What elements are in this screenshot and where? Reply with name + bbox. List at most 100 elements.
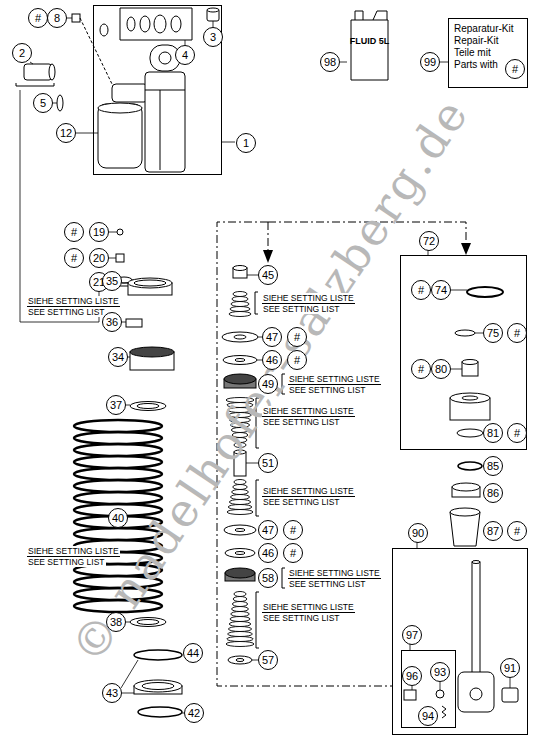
callout-number: # xyxy=(505,59,525,79)
setting-note: SIEHE SETTING LISTE xyxy=(262,602,355,613)
spring-coils xyxy=(74,420,162,432)
callout-number: 1 xyxy=(236,133,256,153)
callout-number: # xyxy=(287,350,307,370)
setting-note: SEE SETTING LIST xyxy=(262,497,341,507)
piston-rod xyxy=(472,562,480,674)
setting-note: SIEHE SETTING LISTE xyxy=(27,296,120,307)
spring-coils xyxy=(74,432,162,444)
callout-number: # xyxy=(64,248,84,268)
shock-absorber xyxy=(120,8,192,40)
callout-number: 20 xyxy=(89,248,109,268)
setting-note: SIEHE SETTING LISTE xyxy=(288,568,381,579)
spring-coils xyxy=(233,597,247,602)
can-label: FLUID 5L xyxy=(347,8,392,46)
piston-rod xyxy=(404,561,518,719)
setting-note: SEE SETTING LIST xyxy=(27,307,106,317)
callout-number: 57 xyxy=(258,650,278,670)
spring-coils xyxy=(233,292,247,297)
shock-absorber xyxy=(16,83,54,86)
spring-parts xyxy=(126,319,142,327)
kit-text: Reparatur-Kit Repair-Kit xyxy=(454,23,522,47)
piston-rod xyxy=(404,690,416,700)
callout-number: # xyxy=(283,520,303,540)
arrowhead xyxy=(263,250,273,263)
setting-note: SIEHE SETTING LISTE xyxy=(262,293,355,304)
arrowhead xyxy=(461,243,471,255)
callout-number: 12 xyxy=(56,123,76,143)
callout-number: 96 xyxy=(402,666,422,686)
spring-coils xyxy=(228,505,252,510)
callout-number: 58 xyxy=(258,568,278,588)
piston-parts xyxy=(235,359,245,362)
shock-absorber xyxy=(140,16,150,32)
setting-note: SEE SETTING LIST xyxy=(262,304,341,314)
piston-rod xyxy=(442,706,446,718)
callout-number: 75 xyxy=(483,323,503,343)
callout-number: 44 xyxy=(183,643,203,663)
shock-absorber xyxy=(49,64,55,80)
callout-number: 49 xyxy=(258,374,278,394)
seal-head-parts xyxy=(462,396,478,400)
callout-number: # xyxy=(64,222,84,242)
piston-rod xyxy=(470,688,482,700)
callout-number: # xyxy=(287,327,307,347)
piston-parts xyxy=(236,659,244,662)
shock-absorber xyxy=(98,103,142,113)
callout-number: 46 xyxy=(262,350,282,370)
callout-number: # xyxy=(507,521,527,541)
callout-number: 90 xyxy=(408,523,428,543)
callout-number: 45 xyxy=(258,265,278,285)
spring-coils xyxy=(228,627,251,632)
spring-coils xyxy=(234,480,246,485)
piston-rod xyxy=(472,561,480,564)
callout-number: 34 xyxy=(108,347,128,367)
piston-rod xyxy=(502,688,518,702)
piston-parts xyxy=(228,656,252,664)
shock-absorber xyxy=(154,15,166,33)
setting-note: SEE SETTING LIST xyxy=(27,557,106,567)
callout-number: 5 xyxy=(33,93,53,113)
piston-parts xyxy=(225,568,255,578)
shock-absorber xyxy=(72,14,80,22)
callout-number: 35 xyxy=(102,271,122,291)
seal-head-parts xyxy=(450,512,480,546)
spring-coils xyxy=(231,302,249,307)
seal-head-parts xyxy=(455,330,475,336)
piston-rod xyxy=(436,690,444,698)
seal-head-parts xyxy=(450,393,490,403)
callout-number: 42 xyxy=(184,703,204,723)
piston-rod xyxy=(458,672,494,712)
spring-parts xyxy=(134,680,182,692)
spring-coils xyxy=(230,307,250,312)
spring-parts xyxy=(130,347,174,357)
spring-coils xyxy=(229,500,250,505)
callout-number: 2 xyxy=(12,43,32,63)
callout-number: # xyxy=(411,359,431,379)
callout-number: 99 xyxy=(420,52,440,72)
setting-note: SIEHE SETTING LISTE xyxy=(288,374,381,385)
spring-coils xyxy=(228,632,253,637)
spring-parts xyxy=(130,402,166,411)
spring-coils xyxy=(226,642,254,647)
piston-parts xyxy=(235,552,245,555)
seal-head-parts xyxy=(467,287,503,297)
spring-coils xyxy=(74,456,162,468)
setting-note: SIEHE SETTING LISTE xyxy=(27,546,120,557)
shock-absorber xyxy=(145,90,185,170)
seal-head-parts xyxy=(450,287,503,546)
spring-coils xyxy=(232,607,249,612)
spring-coils xyxy=(74,468,162,480)
spring-coils xyxy=(227,510,253,515)
callout-number: 87 xyxy=(483,521,503,541)
shock-absorber xyxy=(207,9,219,21)
spring-coils xyxy=(232,490,249,495)
callout-number: 19 xyxy=(89,222,109,242)
piston-parts xyxy=(235,529,245,532)
callout-number: # xyxy=(28,8,48,28)
callout-number: 85 xyxy=(483,456,503,476)
piston-parts xyxy=(233,266,247,271)
callout-number: # xyxy=(411,280,431,300)
spring-coils xyxy=(234,592,246,597)
small-parts xyxy=(117,229,123,235)
setting-note: SEE SETTING LIST xyxy=(262,417,341,427)
